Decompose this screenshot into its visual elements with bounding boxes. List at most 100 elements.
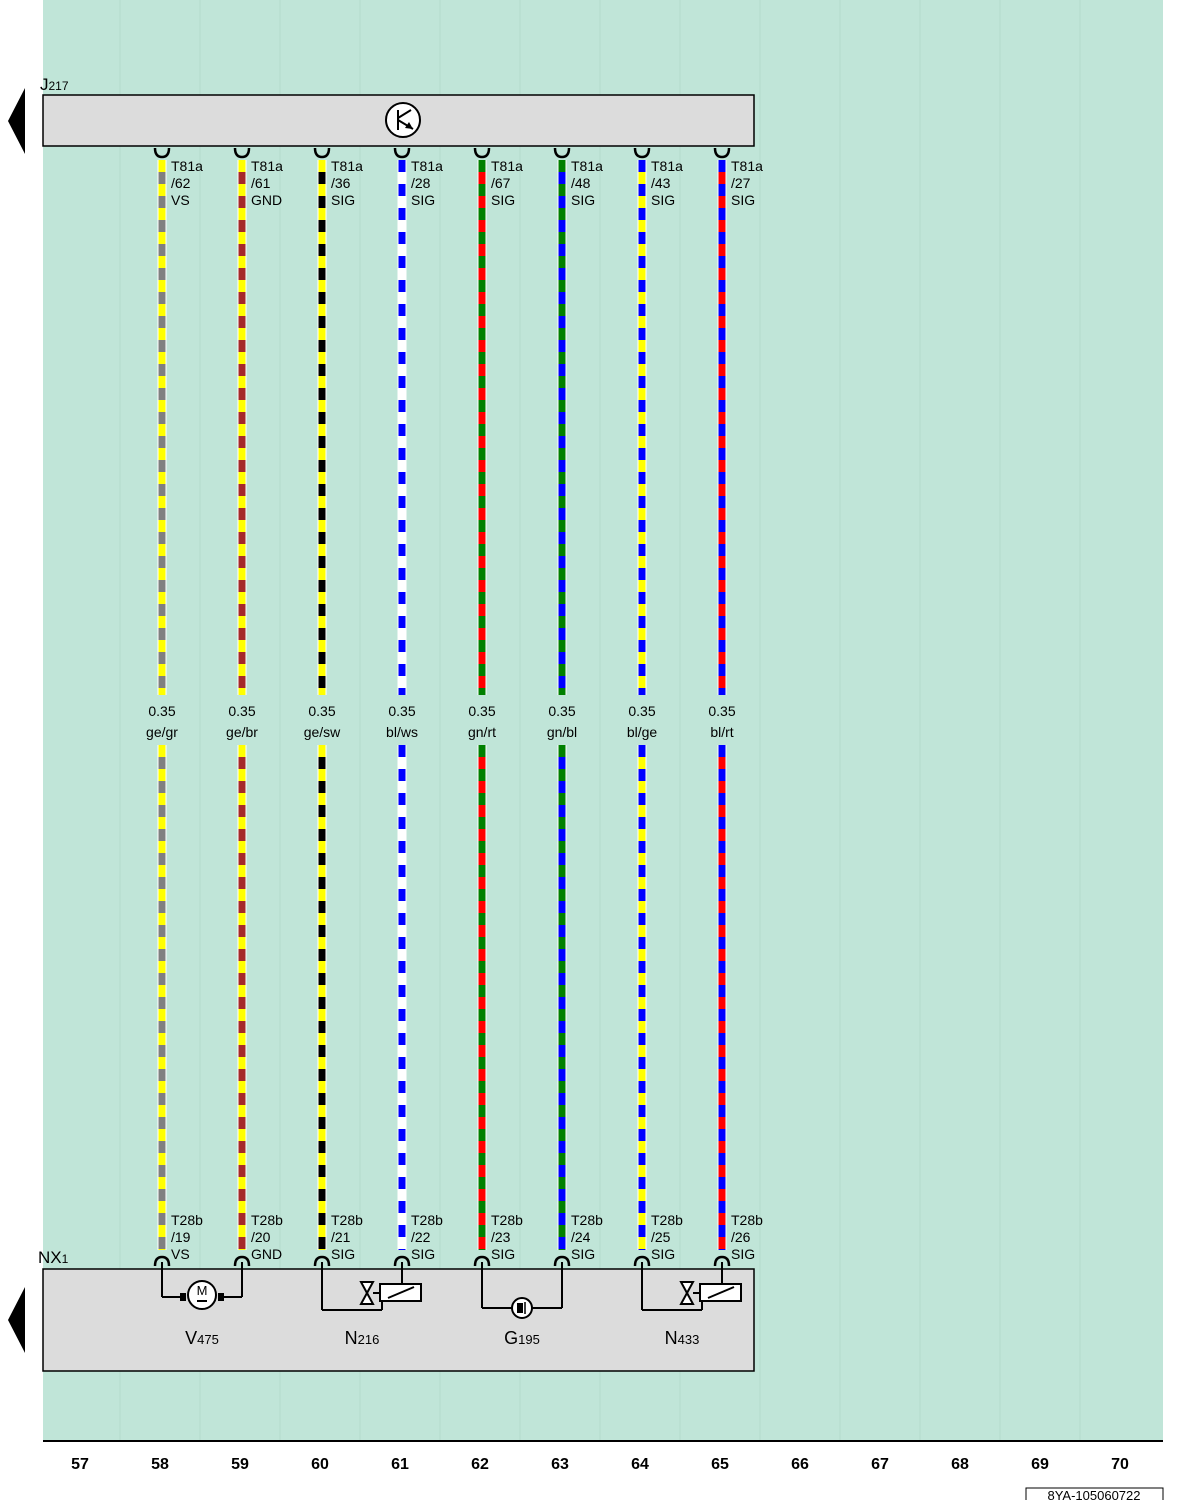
wire-dash bbox=[638, 793, 646, 805]
control-unit-top-label: J217 bbox=[40, 75, 69, 94]
wire-dash bbox=[718, 901, 726, 913]
wire-dash bbox=[558, 520, 566, 532]
wire-dash bbox=[238, 496, 246, 508]
wire-dash bbox=[398, 1105, 406, 1117]
wire-dash bbox=[158, 1129, 166, 1141]
wire-dash bbox=[478, 592, 486, 604]
wire-dash bbox=[718, 544, 726, 556]
wire-dash bbox=[638, 1093, 646, 1105]
wire-dash bbox=[558, 244, 566, 256]
wire-size-label: 0.35 bbox=[468, 703, 495, 719]
wire-dash bbox=[238, 664, 246, 676]
wire-dash bbox=[558, 1105, 566, 1117]
wire-dash bbox=[398, 652, 406, 664]
wire-dash bbox=[158, 1201, 166, 1213]
wire-dash bbox=[398, 1141, 406, 1153]
wire-dash bbox=[318, 556, 326, 568]
component-n216[interactable]: N216 bbox=[321, 1262, 422, 1348]
wire-dash bbox=[238, 781, 246, 793]
wire-dash bbox=[558, 1069, 566, 1081]
wire-dash bbox=[558, 829, 566, 841]
svg-text:M: M bbox=[197, 1283, 208, 1298]
wire-dash bbox=[318, 352, 326, 364]
wire-dash bbox=[238, 280, 246, 292]
wire-dash bbox=[718, 268, 726, 280]
wire-dash bbox=[718, 805, 726, 817]
wire-dash bbox=[478, 364, 486, 376]
wire-dash bbox=[638, 973, 646, 985]
wire-dash bbox=[158, 604, 166, 616]
wire-dash bbox=[238, 304, 246, 316]
wire-dash bbox=[558, 328, 566, 340]
wire-dash bbox=[158, 901, 166, 913]
wire-dash bbox=[158, 985, 166, 997]
component-housing-label: NX1 bbox=[38, 1248, 69, 1267]
wire-dash bbox=[638, 472, 646, 484]
wire-dash bbox=[478, 268, 486, 280]
wire-dash bbox=[398, 460, 406, 472]
control-unit-top[interactable]: J217 bbox=[40, 75, 755, 147]
wire-dash bbox=[638, 412, 646, 424]
wire-dash bbox=[558, 1141, 566, 1153]
wire-dash bbox=[558, 580, 566, 592]
wire-dash bbox=[238, 172, 246, 184]
wire-dash bbox=[638, 1213, 646, 1225]
wire-dash bbox=[318, 376, 326, 388]
wire-dash bbox=[638, 532, 646, 544]
wire-dash bbox=[318, 160, 326, 172]
wire-dash bbox=[558, 913, 566, 925]
wire-dash bbox=[558, 1201, 566, 1213]
wire-dash bbox=[478, 913, 486, 925]
wire-dash bbox=[558, 652, 566, 664]
wire-dash bbox=[318, 580, 326, 592]
wire-dash bbox=[318, 388, 326, 400]
wire-size-label: 0.35 bbox=[228, 703, 255, 719]
component-n433[interactable]: N433 bbox=[641, 1262, 742, 1348]
wire-dash bbox=[638, 436, 646, 448]
wire-dash bbox=[238, 997, 246, 1009]
wire-dash bbox=[318, 268, 326, 280]
wire-dash bbox=[398, 1021, 406, 1033]
wire-dash bbox=[558, 304, 566, 316]
wire-dash bbox=[558, 1045, 566, 1057]
wire-dash bbox=[478, 865, 486, 877]
wire-dash bbox=[638, 628, 646, 640]
wire-dash bbox=[318, 568, 326, 580]
wire-dash bbox=[478, 841, 486, 853]
wire-dash bbox=[158, 841, 166, 853]
wire-dash bbox=[478, 925, 486, 937]
wire-dash bbox=[478, 1081, 486, 1093]
wire-dash bbox=[318, 1237, 326, 1249]
wire-dash bbox=[718, 496, 726, 508]
wire-dash bbox=[558, 949, 566, 961]
component-g195[interactable]: G195 bbox=[481, 1262, 563, 1348]
wire-dash bbox=[718, 328, 726, 340]
wire-dash bbox=[718, 688, 726, 695]
wire-dash bbox=[718, 1057, 726, 1069]
wire-dash bbox=[638, 1009, 646, 1021]
wire-dash bbox=[238, 256, 246, 268]
wire-dash bbox=[158, 829, 166, 841]
wire-dash bbox=[398, 640, 406, 652]
wire-dash bbox=[238, 616, 246, 628]
wire-dash bbox=[158, 616, 166, 628]
wire-dash bbox=[558, 436, 566, 448]
wire-dash bbox=[638, 316, 646, 328]
wire-dash bbox=[238, 196, 246, 208]
wire-dash bbox=[478, 877, 486, 889]
